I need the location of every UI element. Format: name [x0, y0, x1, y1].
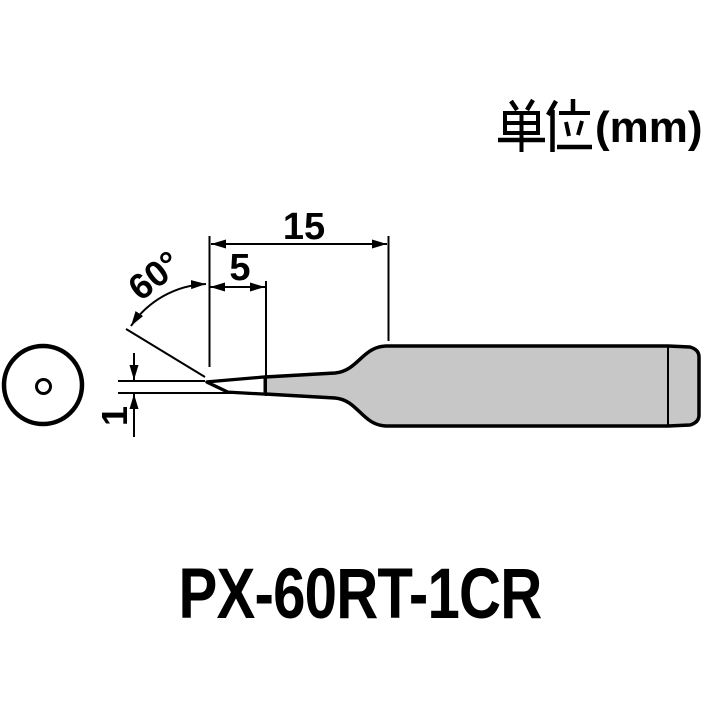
unit-kanji [498, 98, 592, 152]
unit-suffix-label: (mm) [595, 103, 703, 152]
dimension-bevel-length [210, 281, 267, 396]
dimension-total-length [208, 236, 390, 367]
tip-end-view [1, 343, 85, 427]
part-number-label: PX-60RT-1CR [179, 553, 542, 633]
angle-arc [130, 280, 207, 327]
angle-leader-line [125, 328, 206, 378]
tip-end-inner-circle [35, 378, 52, 395]
dimension-label-15: 15 [283, 206, 325, 248]
diagram-lines [1, 98, 701, 437]
dimension-label-5: 5 [229, 247, 250, 289]
dimension-label-1: 1 [94, 406, 135, 426]
kanji-i [546, 99, 592, 152]
dimension-tip-thickness [118, 353, 232, 437]
tip-body-shape [205, 344, 701, 428]
dimension-bevel-angle [125, 280, 207, 378]
kanji-tan [498, 98, 545, 152]
